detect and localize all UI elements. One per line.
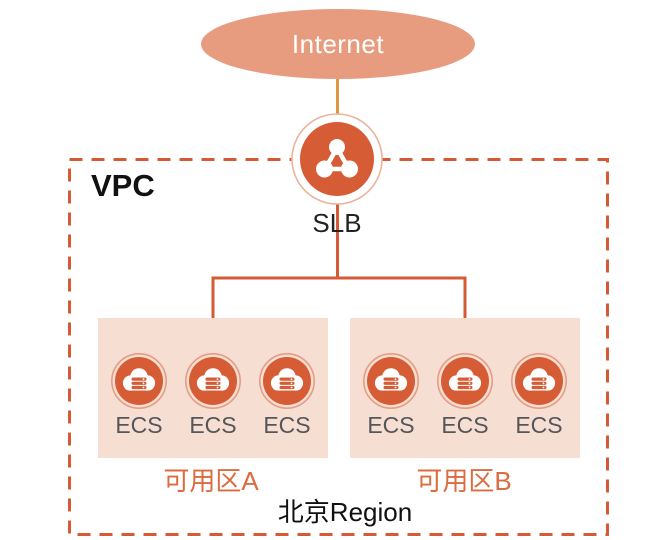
ecs-cloud-server-icon [510, 352, 568, 410]
ecs-cloud-server-icon [110, 352, 168, 410]
ecs-label: ECS [515, 412, 563, 438]
ecs-cloud-server-icon [258, 352, 316, 410]
zone-a-label: 可用区A [163, 466, 259, 496]
ecs-cloud-server-icon [362, 352, 420, 410]
ecs-label: ECS [367, 412, 415, 438]
ecs-label: ECS [189, 412, 237, 438]
ecs-cloud-server-icon [184, 352, 242, 410]
ecs-node: ECS [506, 352, 572, 439]
ecs-label: ECS [441, 412, 489, 438]
ecs-node: ECS [432, 352, 498, 439]
ecs-node: ECS [180, 352, 246, 439]
ecs-cloud-server-icon [436, 352, 494, 410]
zone-a-box: ECS ECS [98, 318, 328, 458]
internet-label: Internet [291, 28, 385, 59]
region-label: 北京Region [277, 497, 413, 527]
zone-b-label: 可用区B [416, 466, 512, 496]
ecs-label: ECS [115, 412, 163, 438]
vpc-label: VPC [91, 168, 155, 203]
load-balancer-icon [291, 113, 383, 205]
ecs-node: ECS [106, 352, 172, 439]
internet-node: Internet [201, 9, 475, 79]
ecs-label: ECS [263, 412, 311, 438]
ecs-node: ECS [358, 352, 424, 439]
slb-label: SLB [312, 208, 362, 238]
zone-b-box: ECS ECS [350, 318, 580, 458]
ecs-node: ECS [254, 352, 320, 439]
